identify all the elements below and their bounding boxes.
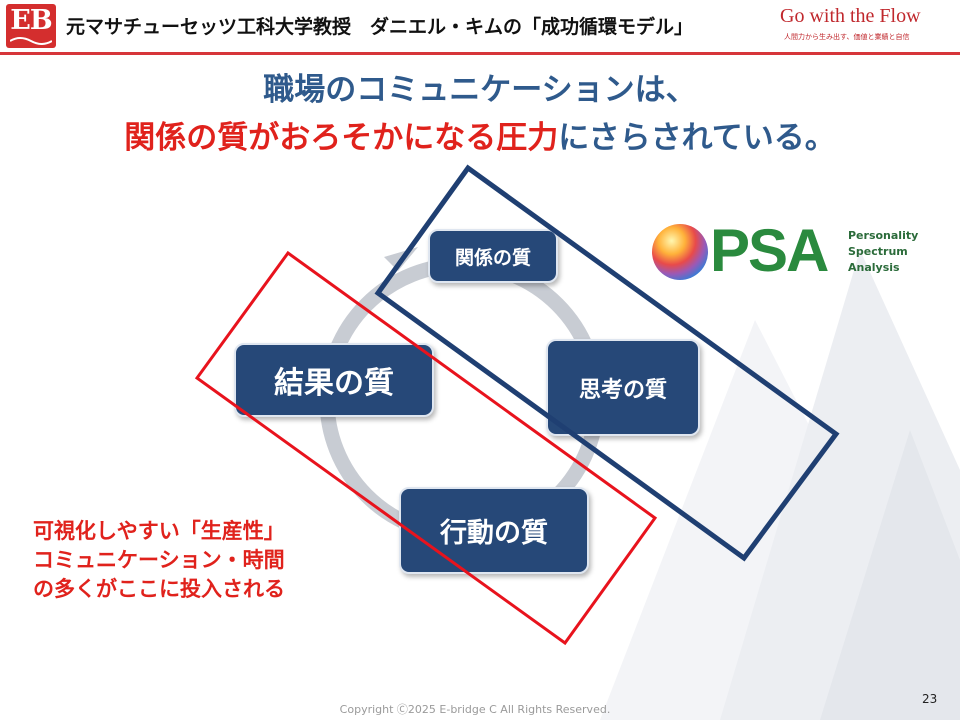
header-rule — [0, 52, 960, 55]
copyright: Copyright Ⓒ2025 E-bridge C All Rights Re… — [339, 703, 611, 716]
headline-line-1: 職場のコミュニケーションは、 — [263, 72, 697, 108]
note: 可視化しやすい「生産性」 コミュニケーション・時間 の多くがここに投入される — [33, 517, 285, 604]
result-quality-box: 結果の質 — [234, 343, 434, 417]
eb-logo: EB — [6, 4, 56, 48]
psa-word-2: Spectrum — [848, 245, 908, 258]
action-quality-box: 行動の質 — [399, 487, 589, 574]
headline-line-2: 関係の質がおろそかになる圧力にさらされている。 — [0, 114, 960, 162]
logo-text: EB — [10, 5, 52, 36]
note-line-3: の多くがここに投入される — [33, 577, 285, 601]
logo-wave-icon — [10, 37, 52, 45]
page-number: 23 — [922, 692, 938, 706]
note-line-2: コミュニケーション・時間 — [33, 548, 285, 572]
headline-rest: にさらされている。 — [558, 120, 836, 156]
headline: 職場のコミュニケーションは、 関係の質がおろそかになる圧力にさらされている。 — [0, 66, 960, 162]
relation-quality-box: 関係の質 — [428, 229, 558, 283]
note-line-1: 可視化しやすい「生産性」 — [33, 519, 285, 543]
brand-tagline: 人間力から生み出す、価値と業績と自信 — [784, 33, 910, 41]
psa-word-1: Personality — [848, 229, 919, 242]
psa-words: Personality Spectrum Analysis — [848, 228, 918, 276]
thinking-quality-box: 思考の質 — [546, 339, 700, 436]
headline-accent: 関係の質がおろそかになる圧力 — [124, 120, 559, 156]
header-title: 元マサチューセッツ工科大学教授 ダニエル・キムの「成功循環モデル」 — [66, 16, 694, 38]
brand-name: Go with the Flow — [780, 5, 921, 27]
psa-word-3: Analysis — [848, 261, 900, 274]
